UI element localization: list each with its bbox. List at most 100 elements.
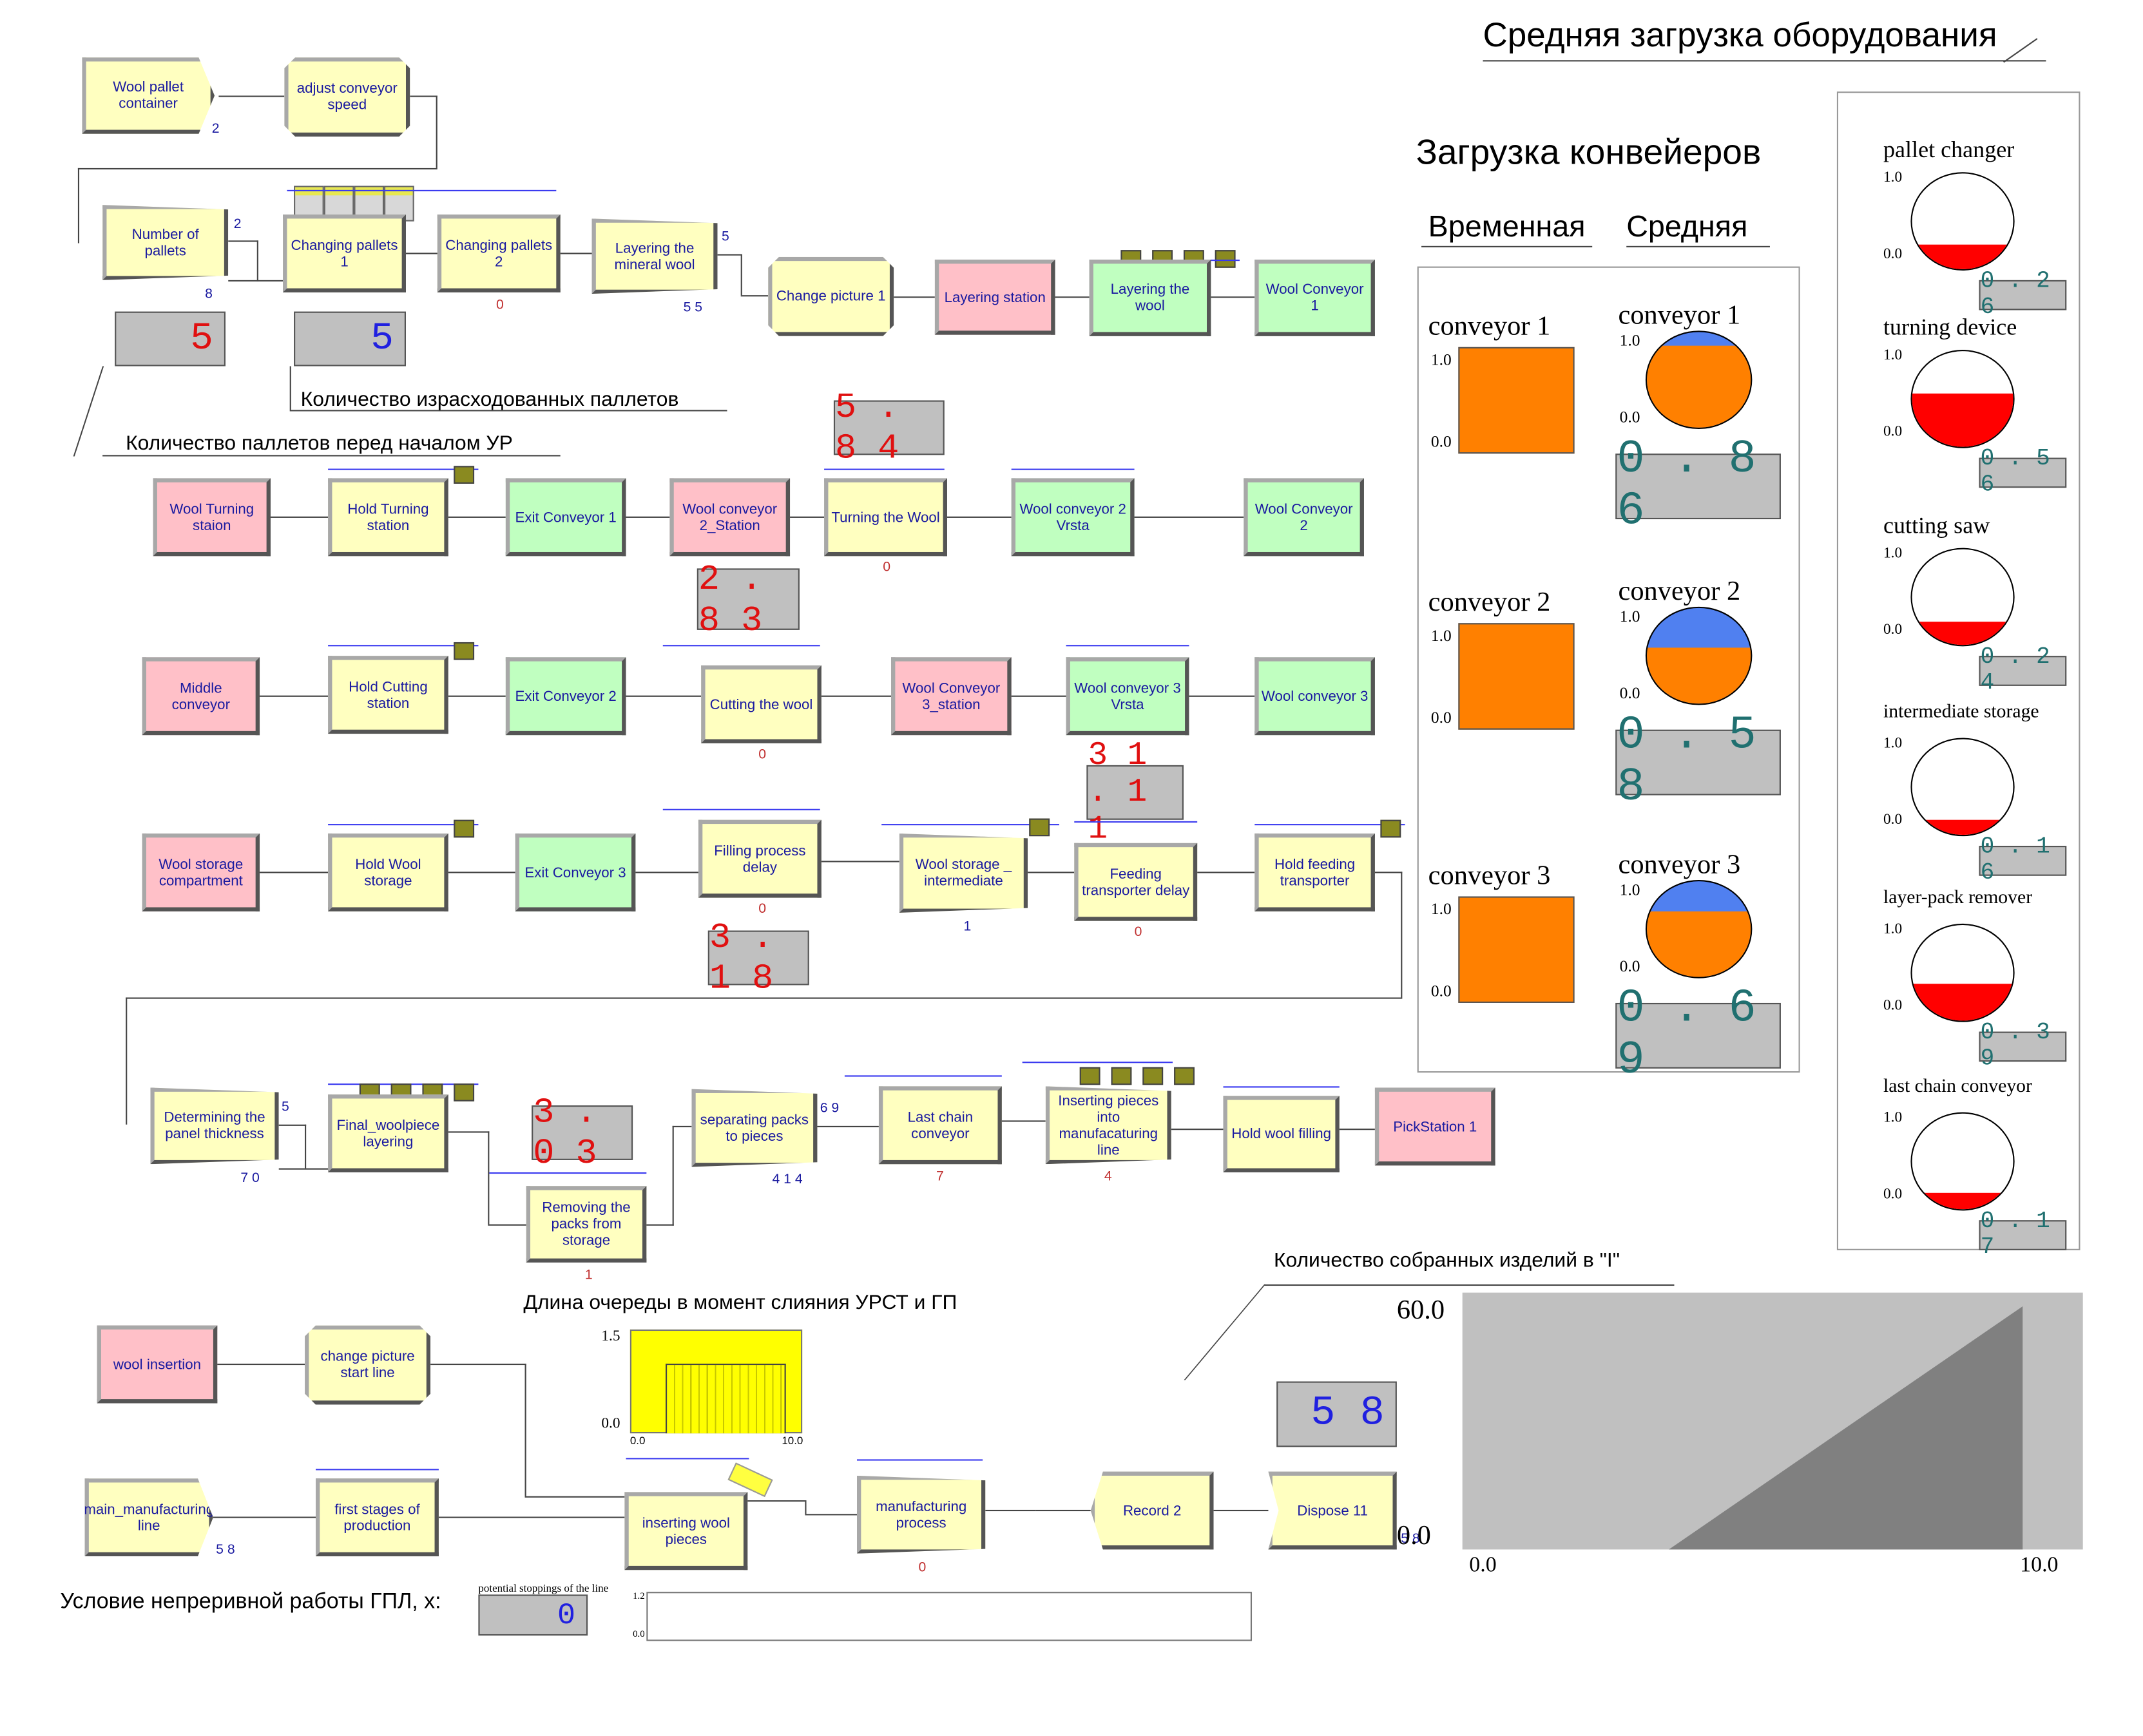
wool-conveyor-3-station-block[interactable]: Wool Conveyor 3_station <box>891 657 1012 736</box>
number-of-pallets-block[interactable]: Number of pallets <box>102 205 229 280</box>
connector <box>1211 296 1255 298</box>
wool-conveyor-2-block[interactable]: Wool Conveyor 2 <box>1244 478 1364 557</box>
leader-line <box>1264 1284 1675 1286</box>
value-display-318: 3 . 1 8 <box>707 917 809 999</box>
connector <box>717 254 742 256</box>
separating-packs-block[interactable]: separating packs to pieces <box>691 1089 818 1167</box>
connector <box>626 695 702 697</box>
inserting-pieces-block[interactable]: Inserting pieces into manufacaturing lin… <box>1045 1086 1171 1165</box>
axis-tick: 1.0 <box>1883 1109 1903 1126</box>
axis-tick: 0.0 <box>1430 981 1452 1000</box>
connector <box>985 1509 1036 1512</box>
count-label: 0 <box>495 298 504 313</box>
removing-packs-block[interactable]: Removing the packs from storage <box>526 1186 647 1263</box>
connector <box>448 516 506 518</box>
connector <box>1197 872 1255 873</box>
adjust-conveyor-speed-block[interactable]: adjust conveyor speed <box>284 57 410 137</box>
connector <box>1055 296 1090 298</box>
hold-wool-filling-block[interactable]: Hold wool filling <box>1223 1096 1340 1172</box>
equipment-name: intermediate storage <box>1883 702 2039 723</box>
leader-line <box>1184 1284 1369 1380</box>
hold-wool-storage-block[interactable]: Hold Wool storage <box>328 833 448 911</box>
queue-line <box>626 1458 749 1460</box>
main-manufacturing-line-block[interactable]: main_manufacturing line <box>84 1478 213 1557</box>
exit-conveyor-1-block[interactable]: Exit Conveyor 1 <box>505 478 626 557</box>
equipment-load-gauge <box>1910 548 2015 647</box>
connector <box>1401 872 1403 998</box>
axis-tick: 0.0 <box>1883 622 1903 638</box>
connector <box>410 95 437 97</box>
axis-tick: 0.0 <box>1883 811 1903 828</box>
queue-line <box>489 1172 647 1174</box>
queue-length-plot <box>629 1329 803 1434</box>
queue-line <box>844 1075 1002 1077</box>
wool-conveyor-1-block[interactable]: Wool Conveyor 1 <box>1254 260 1375 336</box>
conveyor-avg-name: conveyor 2 <box>1618 577 1741 607</box>
hold-turning-station-block[interactable]: Hold Turning station <box>328 478 448 557</box>
hold-cutting-station-block[interactable]: Hold Cutting station <box>328 656 448 734</box>
wool-pallet-container-block[interactable]: Wool pallet container <box>82 57 215 134</box>
determining-panel-thickness-block[interactable]: Determining the panel thickness <box>150 1087 279 1165</box>
assembled-label: Количество собранных изделий в "I" <box>1273 1248 1620 1272</box>
wool-storage-intermediate-block[interactable]: Wool storage _ intermediate <box>899 833 1028 913</box>
connector <box>672 1125 674 1226</box>
conveyor-temp-name: conveyor 2 <box>1428 587 1551 618</box>
axis-tick: 1.0 <box>1619 606 1640 626</box>
connector <box>1171 1129 1224 1130</box>
filling-process-delay-block[interactable]: Filling process delay <box>698 819 822 898</box>
axis-tick: 60.0 <box>1396 1295 1445 1326</box>
wool-conveyor-3-vrsta-block[interactable]: Wool conveyor 3 Vrsta <box>1066 657 1189 736</box>
change-picture-1-block[interactable]: Change picture 1 <box>768 257 894 336</box>
axis-tick: 0.0 <box>1619 407 1640 426</box>
dispose-11-block[interactable]: Dispose 11 <box>1268 1471 1397 1550</box>
feeding-transporter-delay-block[interactable]: Feeding transporter delay <box>1074 843 1198 921</box>
gauge-fill <box>1912 244 2013 269</box>
queue-line <box>328 824 479 826</box>
queue-line <box>1223 1086 1340 1088</box>
inserting-wool-pieces-block[interactable]: inserting wool pieces <box>624 1492 748 1570</box>
count-label: 7 <box>936 1169 944 1185</box>
connector <box>635 872 702 873</box>
wool-conveyor-3-block[interactable]: Wool conveyor 3 <box>1254 657 1375 736</box>
manufacturing-process-block[interactable]: manufacturing process <box>856 1475 986 1554</box>
last-chain-conveyor-block[interactable]: Last chain conveyor <box>878 1086 1002 1165</box>
connector <box>1011 695 1066 697</box>
connector <box>524 1363 526 1496</box>
layering-the-wool-block[interactable]: Layering the wool <box>1089 260 1211 336</box>
equipment-name: cutting saw <box>1883 512 1990 539</box>
connector <box>560 253 592 254</box>
final-woolpiece-layering-block[interactable]: Final_woolpiece layering <box>328 1094 448 1172</box>
first-stages-block[interactable]: first stages of production <box>315 1478 439 1557</box>
cutting-the-wool-block[interactable]: Cutting the wool <box>701 665 822 743</box>
middle-conveyor-block[interactable]: Middle conveyor <box>142 657 260 736</box>
wool-conveyor-2-station-block[interactable]: Wool conveyor 2_Station <box>669 478 791 557</box>
layering-station-block[interactable]: Layering station <box>934 260 1055 335</box>
hold-feeding-transporter-block[interactable]: Hold feeding transporter <box>1254 833 1375 911</box>
pickstation-1-block[interactable]: PickStation 1 <box>1374 1087 1495 1166</box>
record-2-block[interactable]: Record 2 <box>1090 1471 1214 1550</box>
queue-line <box>328 645 479 647</box>
count-label: 0 <box>883 560 891 576</box>
wool-turning-station-block[interactable]: Wool Turning staion <box>153 478 271 557</box>
leader-line <box>289 410 727 412</box>
equipment-name: turning device <box>1883 314 2017 341</box>
conveyor-temp-level-bar <box>1458 347 1575 454</box>
changing-pallets-2-block[interactable]: Changing pallets 2 <box>437 215 561 292</box>
wool-pack-icon <box>454 642 475 660</box>
exit-conveyor-3-block[interactable]: Exit Conveyor 3 <box>515 833 636 911</box>
assembled-plot <box>1462 1292 2083 1550</box>
changing-pallets-1-block[interactable]: Changing pallets 1 <box>283 215 406 292</box>
change-picture-start-block[interactable]: change picture start line <box>305 1326 430 1405</box>
connector <box>805 1500 807 1514</box>
turning-the-wool-block[interactable]: Turning the Wool <box>824 478 947 557</box>
wool-insertion-block[interactable]: wool insertion <box>97 1325 218 1404</box>
exit-conveyor-2-block[interactable]: Exit Conveyor 2 <box>505 657 626 736</box>
connector <box>260 695 329 697</box>
equipment-name: layer-pack remover <box>1883 888 2033 909</box>
wool-conveyor-2-vrsta-block[interactable]: Wool conveyor 2 Vrsta <box>1011 478 1135 557</box>
axis-tick: 0.0 <box>1430 707 1452 727</box>
queue-line <box>662 645 820 647</box>
wool-storage-compartment-block[interactable]: Wool storage compartment <box>142 833 260 911</box>
layering-mineral-wool-block[interactable]: Layering the mineral wool <box>591 218 718 294</box>
leader-line <box>2003 38 2038 63</box>
